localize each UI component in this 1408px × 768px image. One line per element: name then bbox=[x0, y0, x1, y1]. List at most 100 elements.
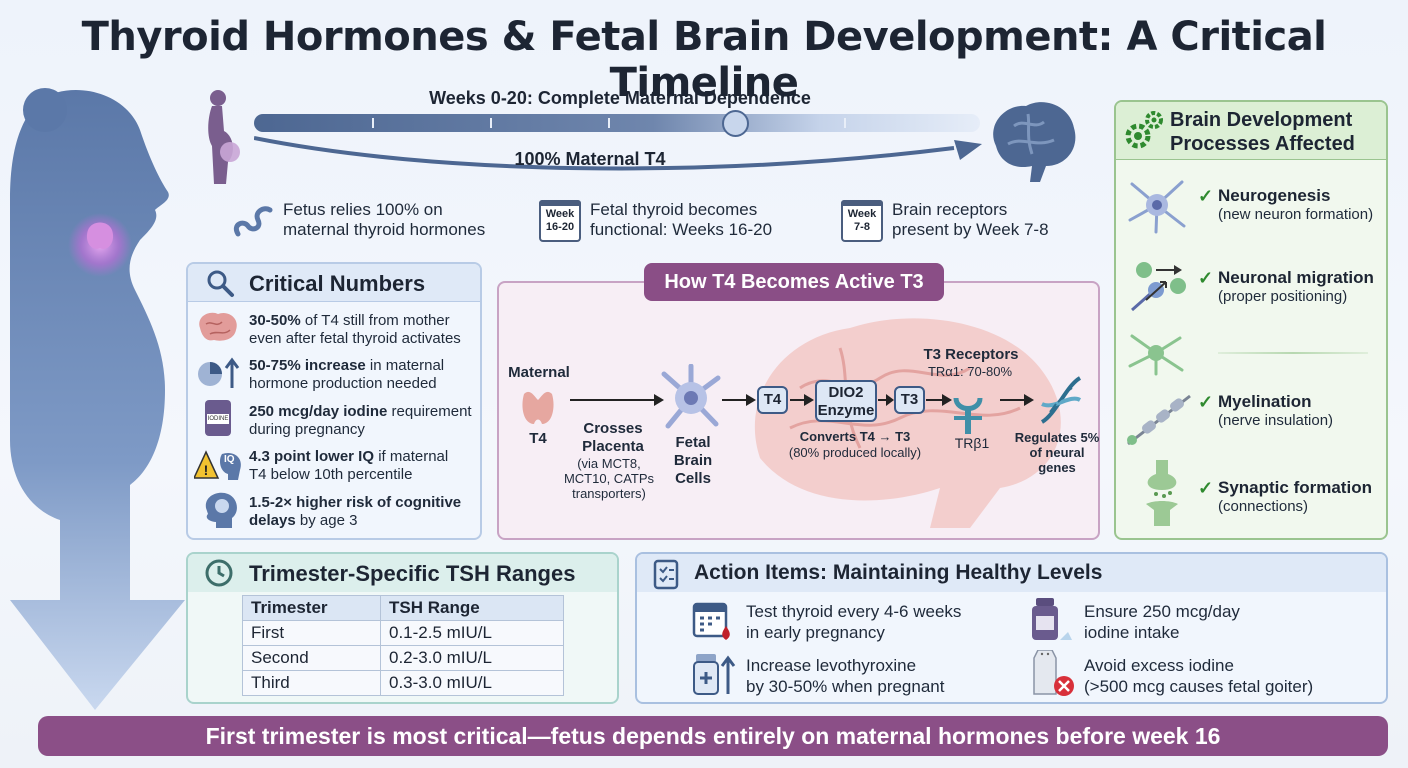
maternal-t4-arrow bbox=[254, 136, 982, 171]
table-row: Third 0.3-3.0 mIU/L bbox=[242, 670, 564, 696]
pregnant-woman-silhouette-icon bbox=[10, 88, 185, 710]
migrating-neuron-icon bbox=[1131, 262, 1186, 312]
brain-icon bbox=[199, 312, 237, 341]
table-row: First 0.1-2.5 mIU/L bbox=[242, 620, 564, 646]
page-title: Thyroid Hormones & Fetal Brain Developme… bbox=[81, 14, 1327, 106]
table-header: Trimester bbox=[242, 595, 381, 621]
synapse-icon bbox=[1146, 460, 1178, 526]
check-icon: ✓ bbox=[1198, 268, 1214, 288]
process-item: Neuronal migration (proper positioning) bbox=[1218, 268, 1374, 305]
supplement-bottle-icon bbox=[1032, 598, 1072, 640]
timeline-title: Weeks 0-20: Complete Maternal Dependence bbox=[429, 88, 811, 108]
converts-sub-label: (80% produced locally) bbox=[788, 445, 922, 460]
pregnant-figure-icon bbox=[208, 90, 240, 184]
arrow bbox=[570, 394, 664, 406]
action-item: Avoid excess iodine(>500 mcg causes feta… bbox=[1084, 656, 1314, 696]
clock-icon bbox=[205, 559, 233, 587]
myelinated-axon-icon bbox=[1127, 394, 1191, 446]
critical-number-item: 50-75% increase in maternal hormone prod… bbox=[249, 357, 445, 392]
action-items-title: Action Items: Maintaining Healthy Levels bbox=[694, 561, 1103, 584]
t4-to-t3-title: How T4 Becomes Active T3 bbox=[644, 263, 944, 301]
brain-processes-header bbox=[1116, 102, 1386, 160]
brain-processes-title: Brain Development Processes Affected bbox=[1170, 109, 1355, 155]
salt-shaker-no-icon bbox=[1033, 650, 1074, 696]
umbilical-cord-icon bbox=[233, 206, 273, 237]
check-icon: ✓ bbox=[1198, 392, 1214, 412]
check-icon: ✓ bbox=[1198, 478, 1214, 498]
table-header-row: Trimester TSH Range bbox=[242, 595, 564, 621]
critical-number-item: 1.5-2× higher risk of cognitive delays b… bbox=[249, 494, 462, 529]
table-header: TSH Range bbox=[380, 595, 564, 621]
calendar-blood-icon bbox=[692, 602, 730, 640]
critical-number-item: 4.3 point lower IQ if maternal T4 below … bbox=[249, 448, 449, 483]
iodine-bottle-icon: IODINE bbox=[205, 400, 231, 436]
process-item: Myelination (nerve insulation) bbox=[1218, 392, 1334, 429]
table-cell: 0.2-3.0 mIU/L bbox=[380, 645, 564, 671]
table-cell: 0.1-2.5 mIU/L bbox=[380, 620, 564, 646]
t4-box: T4 bbox=[757, 386, 788, 414]
table-cell: Third bbox=[242, 670, 381, 696]
critical-numbers-panel bbox=[186, 262, 482, 540]
tra1-label: TRα1: 70-80% bbox=[927, 364, 1013, 379]
dna-icon bbox=[1040, 376, 1082, 424]
critical-number-item: 30-50% of T4 still from mother even afte… bbox=[249, 312, 461, 347]
check-icon: ✓ bbox=[1198, 186, 1214, 206]
brain-background-icon bbox=[754, 318, 1061, 528]
key-message-banner: First trimester is most critical—fetus d… bbox=[38, 716, 1388, 756]
brain-icon bbox=[993, 102, 1076, 182]
tsh-header bbox=[188, 554, 617, 592]
pie-increase-icon bbox=[198, 357, 240, 388]
tsh-title: Trimester-Specific TSH Ranges bbox=[249, 561, 576, 586]
maternal-t4-label: 100% Maternal T4 bbox=[514, 149, 666, 169]
critical-numbers-header bbox=[188, 264, 480, 302]
arrow bbox=[1000, 394, 1034, 406]
crosses-placenta-label: Crosses Placenta bbox=[582, 420, 644, 455]
maternal-label: Maternal bbox=[508, 364, 570, 381]
neuron-icon bbox=[1128, 180, 1186, 234]
divider bbox=[1218, 352, 1368, 354]
fetal-brain-cell-icon bbox=[661, 364, 721, 429]
checklist-icon bbox=[653, 559, 679, 590]
arrow bbox=[878, 394, 894, 406]
transporters-label: (via MCT8, MCT10, CATPs transporters) bbox=[563, 456, 655, 501]
thyroid-gland-icon bbox=[522, 391, 554, 424]
dio2-enzyme-box: DIO2 Enzyme bbox=[815, 380, 877, 422]
medication-bottle-icon bbox=[693, 654, 736, 695]
process-item: Neurogenesis (new neuron formation) bbox=[1218, 186, 1374, 223]
head-brain-icon bbox=[205, 492, 237, 528]
glial-cell-icon bbox=[1128, 334, 1184, 376]
warning-iq-icon: ! bbox=[194, 450, 241, 480]
iq-label: IQ bbox=[224, 454, 235, 465]
action-items-header bbox=[637, 554, 1386, 592]
table-cell: First bbox=[242, 620, 381, 646]
arrow bbox=[722, 394, 756, 406]
arrow bbox=[790, 394, 814, 406]
fetal-brain-cells-label: Fetal Brain Cells bbox=[673, 434, 713, 487]
svg-text:!: ! bbox=[204, 462, 209, 478]
timeline-bar bbox=[254, 114, 980, 132]
critical-numbers-title: Critical Numbers bbox=[249, 271, 426, 296]
converts-label: Converts T4 → T3 bbox=[799, 429, 911, 444]
timeline-marker bbox=[722, 110, 749, 137]
critical-number-item: 250 mcg/day iodine requirement during pr… bbox=[249, 403, 472, 438]
receptor-icon bbox=[926, 394, 983, 434]
process-item: Synaptic formation (connections) bbox=[1218, 478, 1372, 515]
table-row: Second 0.2-3.0 mIU/L bbox=[242, 645, 564, 671]
tsh-table: Trimester TSH Range First 0.1-2.5 mIU/L … bbox=[242, 595, 564, 696]
magnifier-icon bbox=[207, 270, 234, 297]
table-cell: Second bbox=[242, 645, 381, 671]
t4-label: T4 bbox=[529, 430, 547, 447]
trb1-label: TRβ1 bbox=[954, 435, 990, 451]
table-cell: 0.3-3.0 mIU/L bbox=[380, 670, 564, 696]
regulates-label: Regulates 5% of neural genes bbox=[1014, 430, 1100, 475]
gears-icon bbox=[1125, 111, 1163, 149]
t3-box: T3 bbox=[894, 386, 925, 414]
t3-receptors-label: T3 Receptors bbox=[923, 346, 1019, 363]
